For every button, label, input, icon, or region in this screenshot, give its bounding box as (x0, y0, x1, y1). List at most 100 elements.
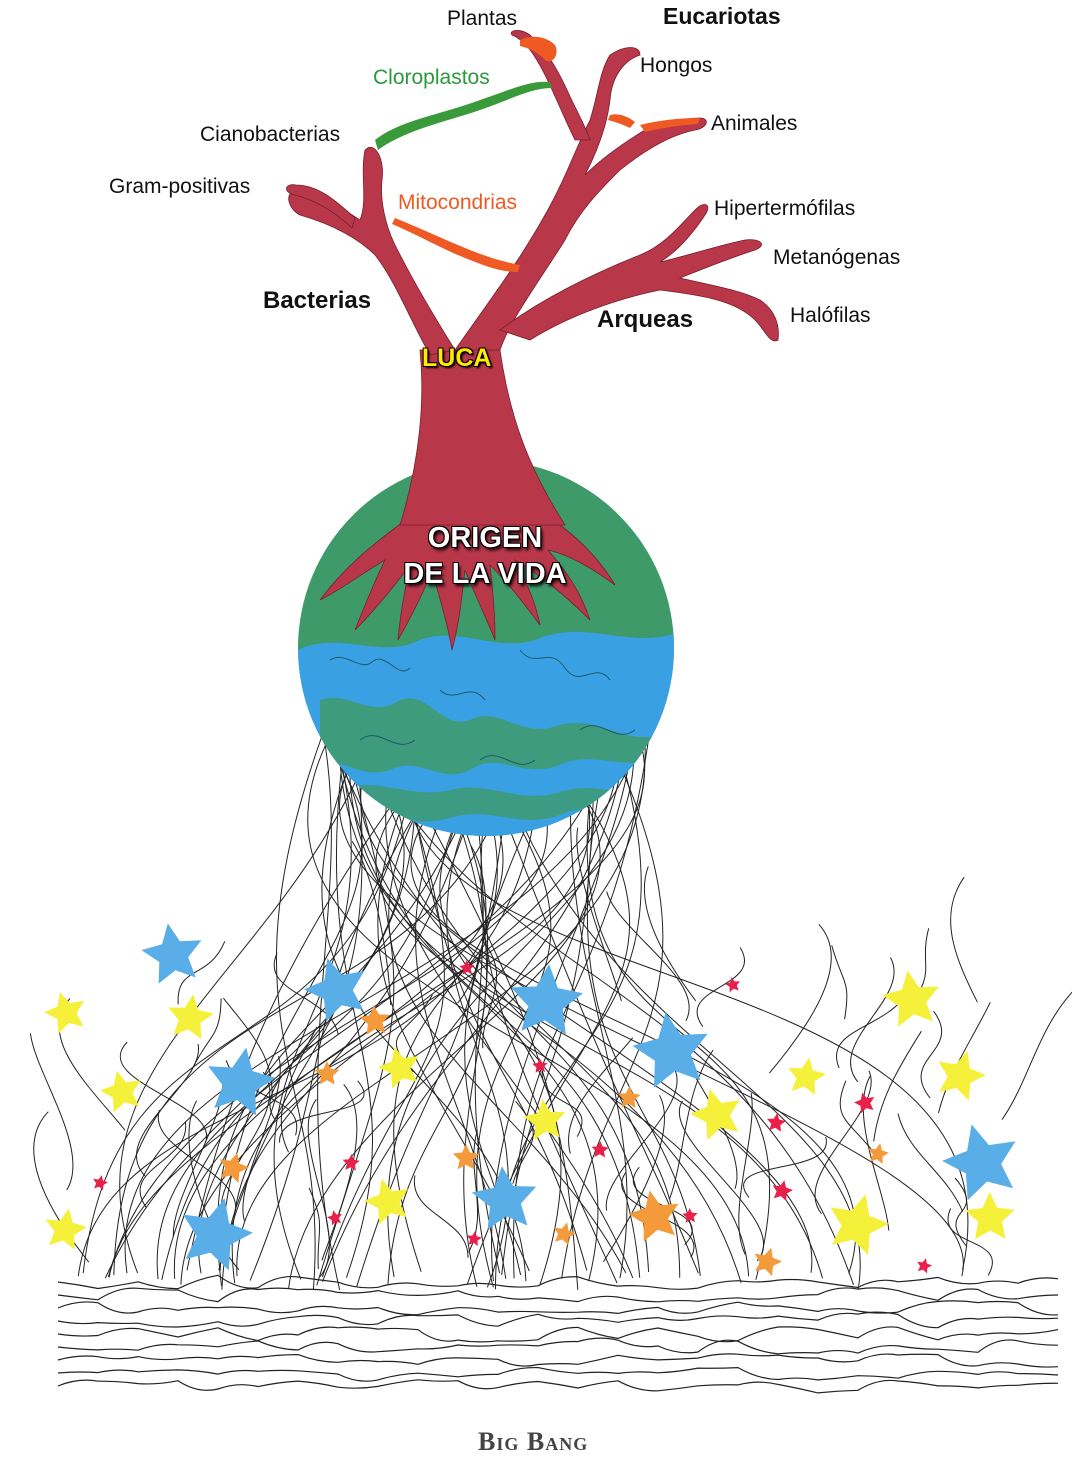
yellow-star (788, 1057, 826, 1095)
strand-line (463, 831, 489, 1287)
orange-star (219, 1152, 249, 1183)
red-star (459, 960, 475, 975)
strand-line (321, 818, 445, 1278)
red-star (93, 1175, 108, 1191)
strand-line (814, 1070, 872, 1215)
orange-star (314, 1061, 340, 1085)
origin-line-2: DE LA VIDA (403, 558, 567, 591)
strand-line (468, 1130, 479, 1253)
strand-line (221, 831, 465, 1290)
strand-line (186, 806, 392, 1271)
red-star (772, 1180, 793, 1202)
label-luca: LUCA (422, 344, 492, 372)
yellow-star (938, 1051, 986, 1101)
strand-line (338, 770, 964, 1277)
yellow-star (882, 970, 939, 1027)
strand-line (280, 1026, 318, 1153)
strand-line (276, 734, 323, 1290)
animal-branch-highlight (640, 118, 700, 132)
label-halofilas: Halófilas (790, 304, 871, 327)
label-metanogenas: Metanógenas (773, 246, 901, 269)
yellow-star (364, 1178, 409, 1225)
strand-line (669, 1049, 714, 1199)
blue-star (208, 1047, 276, 1116)
strand-line (410, 821, 857, 1274)
blue-star (471, 1166, 537, 1230)
chloroplast-streak (375, 81, 552, 150)
strand-line (273, 763, 352, 1280)
origin-of-life-label: ORIGEN DE LA VIDA (360, 520, 610, 593)
orange-star (754, 1247, 782, 1277)
star-field (44, 923, 1016, 1277)
label-animales: Animales (711, 112, 798, 135)
plant-highlight (520, 36, 557, 62)
strand-line (769, 923, 832, 1074)
strand-line (288, 803, 601, 1290)
strand-line (431, 824, 579, 1290)
origin-line-1: ORIGEN (427, 522, 543, 554)
planet-oceans (298, 632, 674, 836)
strand-line (850, 957, 895, 1083)
strand-line (738, 1093, 753, 1255)
strand-line (606, 891, 690, 1022)
strand-line (831, 945, 848, 1020)
big-bang-layer-line (57, 1326, 1059, 1343)
strand-line (873, 1030, 922, 1142)
strand-line (387, 759, 635, 1278)
strand-line (190, 998, 222, 1073)
strand-line (839, 1080, 880, 1160)
strand-line (457, 845, 487, 1004)
strand-line (512, 1100, 534, 1184)
strand-line (375, 809, 742, 1283)
strand-line (82, 813, 406, 1274)
strand-line (217, 830, 457, 1286)
red-star (766, 1113, 786, 1132)
strand-line (279, 1080, 365, 1143)
strand-line (897, 1113, 964, 1212)
label-big-bang: Big Bang (478, 1427, 589, 1456)
orange-star (359, 1005, 390, 1035)
yellow-star (830, 1194, 889, 1255)
strand-line (308, 1187, 321, 1270)
label-cloroplastos: Cloroplastos (373, 66, 490, 89)
strand-line (29, 1033, 74, 1191)
strand-line (439, 829, 562, 1286)
strand-line (1001, 991, 1072, 1120)
label-plantas: Plantas (447, 7, 518, 30)
strand-line (474, 832, 501, 1274)
strand-line (273, 952, 339, 1035)
strand-line (385, 803, 634, 1279)
orange-star (617, 1086, 641, 1108)
strand-line (351, 841, 392, 1006)
strand-line (77, 827, 533, 1277)
blue-star (183, 1198, 253, 1271)
strand-line (679, 1100, 765, 1262)
strand-line (339, 761, 823, 1279)
big-bang-layer-line (57, 1300, 1059, 1316)
strand-line (360, 784, 813, 1273)
big-bang-layer-line (57, 1353, 1059, 1368)
label-cianobacterias: Cianobacterias (200, 123, 341, 146)
strand-line (136, 1043, 199, 1177)
strand-line (220, 1071, 271, 1216)
label-hipertermofilas: Hipertermófilas (714, 197, 856, 220)
blue-star (141, 923, 202, 984)
mitochondria-streak (392, 218, 520, 272)
strand-line (743, 1136, 827, 1198)
red-star (327, 1210, 342, 1226)
red-star (917, 1258, 932, 1274)
big-bang-layer-line (57, 1366, 1059, 1382)
strand-line (476, 829, 552, 1288)
strand-line (413, 1175, 469, 1258)
strand-line (139, 1121, 186, 1209)
orange-star (868, 1143, 889, 1164)
strand-line (307, 742, 750, 1277)
red-star (591, 1141, 609, 1158)
red-star (342, 1154, 360, 1171)
strand-line (108, 832, 504, 1278)
strand-line (480, 832, 618, 1284)
big-bang-layer-line (57, 1337, 1059, 1355)
big-bang-layer-line (57, 1311, 1059, 1329)
strand-line (643, 866, 697, 1002)
yellow-star (378, 1046, 419, 1089)
